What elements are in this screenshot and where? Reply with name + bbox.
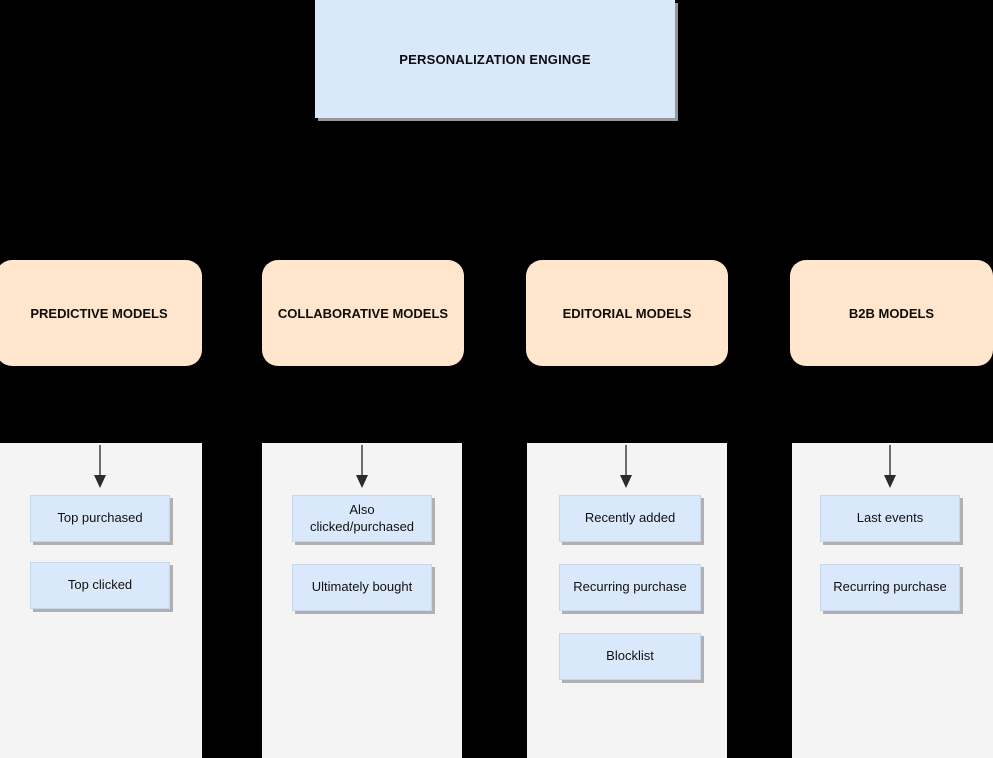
item-box-label: Recently added xyxy=(584,510,676,526)
item-box-last-events[interactable]: Last events xyxy=(820,495,960,542)
model-box-label: PREDICTIVE MODELS xyxy=(30,305,168,321)
arrow-down-icon-collaborative-models xyxy=(355,445,369,489)
personalization-engine-label: PERSONALIZATION ENGINGE xyxy=(399,51,591,67)
item-box-label: Top clicked xyxy=(67,577,133,593)
item-box-recurring-purchase[interactable]: Recurring purchase xyxy=(559,564,701,611)
item-box-label: Top purchased xyxy=(57,510,143,526)
model-box-predictive-models[interactable]: PREDICTIVE MODELS xyxy=(0,260,202,366)
item-box-also-clicked-purchased[interactable]: Also clicked/purchased xyxy=(292,495,432,542)
item-box-label: Also clicked/purchased xyxy=(309,502,415,534)
item-box-label: Last events xyxy=(856,510,924,526)
item-box-label: Blocklist xyxy=(606,648,654,664)
model-box-label: COLLABORATIVE MODELS xyxy=(277,305,449,321)
personalization-engine-box[interactable]: PERSONALIZATION ENGINGE xyxy=(315,0,675,118)
model-box-collaborative-models[interactable]: COLLABORATIVE MODELS xyxy=(262,260,464,366)
arrow-stem xyxy=(361,445,363,478)
item-box-top-clicked[interactable]: Top clicked xyxy=(30,562,170,609)
item-box-label: Recurring purchase xyxy=(833,579,947,595)
item-box-ultimately-bought[interactable]: Ultimately bought xyxy=(292,564,432,611)
arrow-stem xyxy=(625,445,627,478)
arrow-head xyxy=(884,475,896,488)
item-box-top-purchased[interactable]: Top purchased xyxy=(30,495,170,542)
model-box-editorial-models[interactable]: EDITORIAL MODELS xyxy=(526,260,728,366)
item-box-blocklist[interactable]: Blocklist xyxy=(559,633,701,680)
model-box-label: EDITORIAL MODELS xyxy=(562,305,692,321)
item-box-recurring-purchase[interactable]: Recurring purchase xyxy=(820,564,960,611)
item-box-label: Recurring purchase xyxy=(573,579,687,595)
model-box-b2b-models[interactable]: B2B MODELS xyxy=(790,260,993,366)
item-box-label: Ultimately bought xyxy=(311,579,413,595)
arrow-down-icon-b2b-models xyxy=(883,445,897,489)
model-box-label: B2B MODELS xyxy=(848,305,935,321)
arrow-down-icon-predictive-models xyxy=(93,445,107,489)
item-box-recently-added[interactable]: Recently added xyxy=(559,495,701,542)
arrow-head xyxy=(356,475,368,488)
arrow-head xyxy=(620,475,632,488)
arrow-down-icon-editorial-models xyxy=(619,445,633,489)
arrow-head xyxy=(94,475,106,488)
arrow-stem xyxy=(99,445,101,478)
arrow-stem xyxy=(889,445,891,478)
